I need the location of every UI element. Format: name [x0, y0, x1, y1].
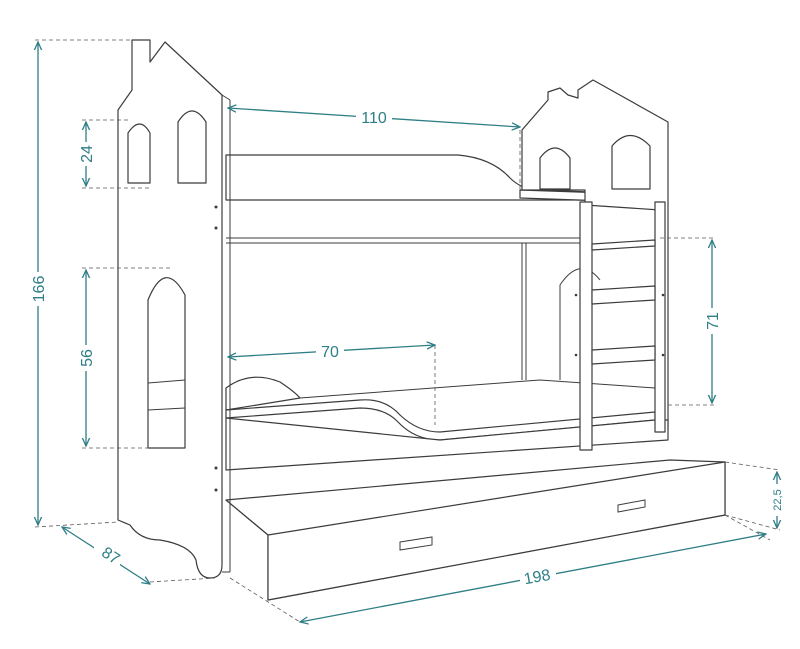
label-length: 198 — [523, 567, 552, 588]
label-height-total: 166 — [31, 276, 48, 303]
label-ladder-height: 71 — [705, 312, 722, 330]
right-castle-panel — [521, 79, 669, 431]
dimension-labels: 166 24 56 71 110 70 87 198 22,5 — [28, 108, 786, 588]
label-top-bed-width: 110 — [361, 110, 387, 127]
ladder — [579, 201, 666, 451]
bed-drawing — [117, 39, 726, 601]
label-drawer-height: 22,5 — [772, 489, 784, 510]
lower-bed-rail — [225, 376, 301, 411]
label-window-upper: 24 — [79, 145, 96, 163]
label-bottom-opening: 70 — [321, 344, 339, 361]
label-window-lower: 56 — [79, 349, 96, 367]
